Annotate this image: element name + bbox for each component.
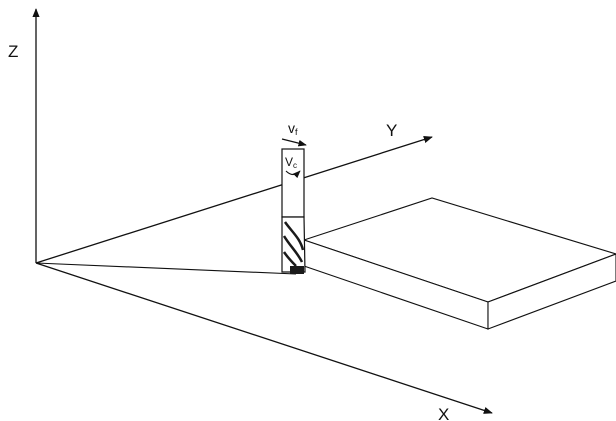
tool-flute-2 (282, 235, 304, 263)
x-axis-label: X (438, 405, 449, 421)
cutting-velocity-subscript: c (293, 161, 297, 170)
rotation-arrow-icon (285, 170, 301, 179)
tool-flute-3 (282, 251, 297, 267)
base-plane-edge (35, 262, 297, 275)
cutting-velocity-symbol: V (285, 155, 293, 169)
workpiece-block (302, 197, 616, 330)
y-axis-label: Y (386, 121, 397, 140)
y-axis (35, 136, 433, 264)
x-axis (35, 262, 493, 414)
tool-flute-1 (283, 221, 305, 251)
cutting-velocity-label: Vc (285, 155, 297, 170)
tool-tip (290, 266, 304, 274)
z-axis-label: Z (8, 42, 18, 61)
milling-tool (281, 138, 307, 274)
feed-velocity-subscript: f (295, 127, 298, 137)
feed-velocity-label: vf (288, 120, 298, 137)
feed-arrow (281, 138, 307, 147)
feed-velocity-symbol: v (288, 120, 295, 136)
workpiece-side-face (487, 253, 616, 330)
